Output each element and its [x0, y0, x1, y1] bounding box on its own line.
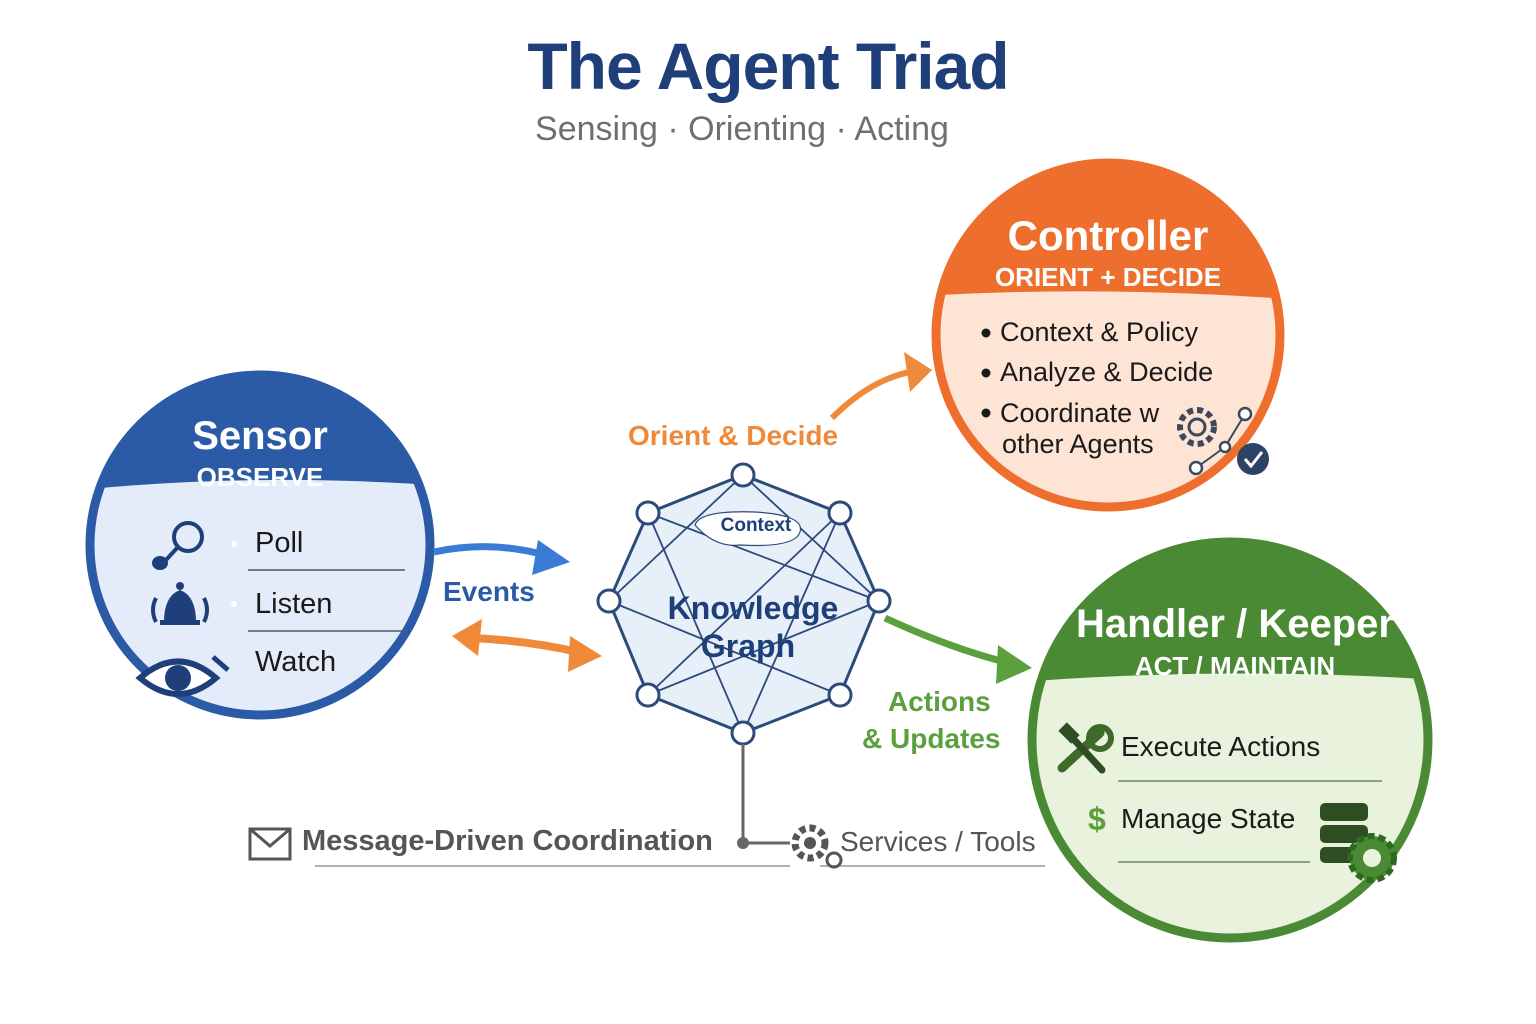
controller-item-analyze: Analyze & Decide: [1000, 357, 1214, 387]
wrench-hammer-icon: [1057, 722, 1114, 774]
magnifier-icon: [152, 521, 204, 570]
page-subtitle: Sensing · Orienting · Acting: [535, 110, 949, 148]
eye-icon: [135, 655, 230, 697]
context-label: Context: [720, 515, 792, 536]
actions-label-line2: & Updates: [862, 723, 1001, 754]
page-title: The Agent Triad: [527, 29, 1009, 103]
sensor-item-poll: Poll: [255, 527, 304, 559]
controller-title: Controller: [1007, 212, 1209, 259]
orient-arrow: [829, 352, 932, 421]
handler-title: Handler / Keeper: [1076, 602, 1394, 646]
controller-item-agents: other Agents: [1002, 429, 1154, 459]
controller-item-coordinate: Coordinate w: [1000, 398, 1160, 428]
database-gear-icon: [1320, 803, 1397, 883]
sensor-subtitle: OBSERVE: [196, 462, 324, 492]
gear-icon: [791, 824, 843, 869]
message-coordination-label: Message-Driven Coordination: [302, 825, 713, 857]
connector-dot: [737, 837, 749, 849]
handler-subtitle: ACT / MAINTAIN: [1134, 651, 1336, 681]
knowledge-graph: [596, 462, 892, 746]
sensor-item-listen: Listen: [255, 588, 333, 620]
bell-icon: [151, 582, 209, 625]
knowledge-graph-label-line1: Knowledge: [667, 590, 839, 626]
actions-arrow: [883, 614, 1032, 684]
knowledge-graph-label-line2: Graph: [700, 628, 796, 664]
events-arrow: [433, 540, 570, 575]
bidirectional-arrow: [452, 619, 602, 672]
dollar-icon: $: [1088, 801, 1106, 837]
events-label: Events: [443, 576, 535, 607]
envelope-icon: [248, 827, 292, 861]
controller-item-context: Context & Policy: [1000, 317, 1199, 347]
actions-label-line1: Actions: [888, 686, 991, 717]
services-tools-label: Services / Tools: [840, 826, 1036, 857]
gear-network-icon: [1177, 406, 1269, 476]
controller-subtitle: ORIENT + DECIDE: [994, 262, 1222, 292]
sensor-item-watch: Watch: [255, 646, 337, 678]
handler-item-state: Manage State: [1121, 803, 1296, 834]
sensor-title: Sensor: [192, 414, 328, 458]
orient-decide-label: Orient & Decide: [628, 420, 839, 451]
handler-item-execute: Execute Actions: [1121, 731, 1321, 762]
